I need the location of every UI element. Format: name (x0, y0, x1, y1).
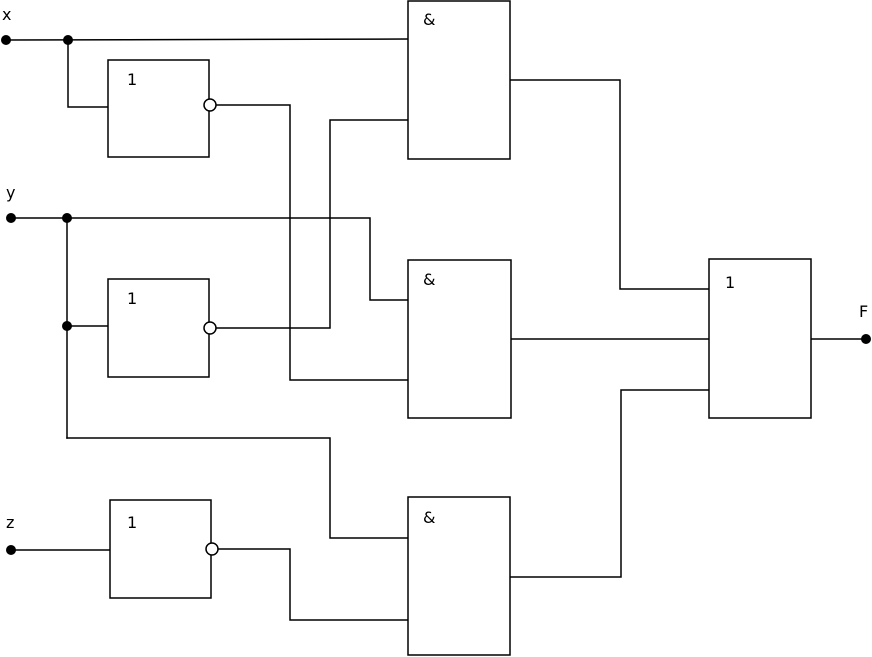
input-z-terminal (6, 545, 16, 555)
not-gate-y-inversion-bubble (203, 321, 217, 335)
not-gate-y: 1 (107, 278, 217, 378)
or-gate-output-label: 1 (725, 273, 735, 292)
output-f-terminal (861, 334, 871, 344)
and-gate-middle: & (407, 259, 512, 419)
wire-not-y-to-and-top (214, 119, 409, 329)
input-z-label: z (6, 513, 14, 532)
and-gate-middle-label: & (423, 270, 435, 289)
input-x-label: x (2, 5, 11, 24)
input-y-label: y (6, 183, 15, 202)
junction-y-top (62, 213, 72, 223)
not-gate-z-label: 1 (127, 513, 137, 532)
wire-y-to-and-middle (10, 217, 409, 301)
junction-y-middle (62, 321, 72, 331)
not-gate-x-inversion-bubble (203, 98, 217, 112)
wire-y-to-and-bottom (66, 437, 409, 539)
not-gate-x-label: 1 (127, 70, 137, 89)
and-gate-top: & (407, 0, 511, 160)
output-f-label: F (859, 302, 868, 321)
and-gate-bottom-label: & (423, 508, 435, 527)
not-gate-z: 1 (109, 499, 219, 599)
wire-and-bottom-to-or (510, 389, 710, 578)
wire-and-top-to-or (510, 79, 710, 290)
and-gate-bottom: & (407, 496, 511, 656)
wire-not-z-to-and-bottom (216, 548, 409, 621)
junction-x (63, 35, 73, 45)
terminals (1, 35, 871, 555)
not-gate-y-label: 1 (127, 289, 137, 308)
wire-x-to-and-top (5, 38, 409, 41)
and-gate-top-label: & (423, 10, 435, 29)
wire-not-x-to-and-middle (214, 104, 409, 381)
input-x-terminal (1, 35, 11, 45)
not-gate-z-inversion-bubble (205, 542, 219, 556)
or-gate-output: 1 (708, 258, 812, 419)
wire-x-to-not-x (67, 39, 109, 108)
not-gate-x: 1 (107, 59, 217, 158)
input-y-terminal (6, 213, 16, 223)
